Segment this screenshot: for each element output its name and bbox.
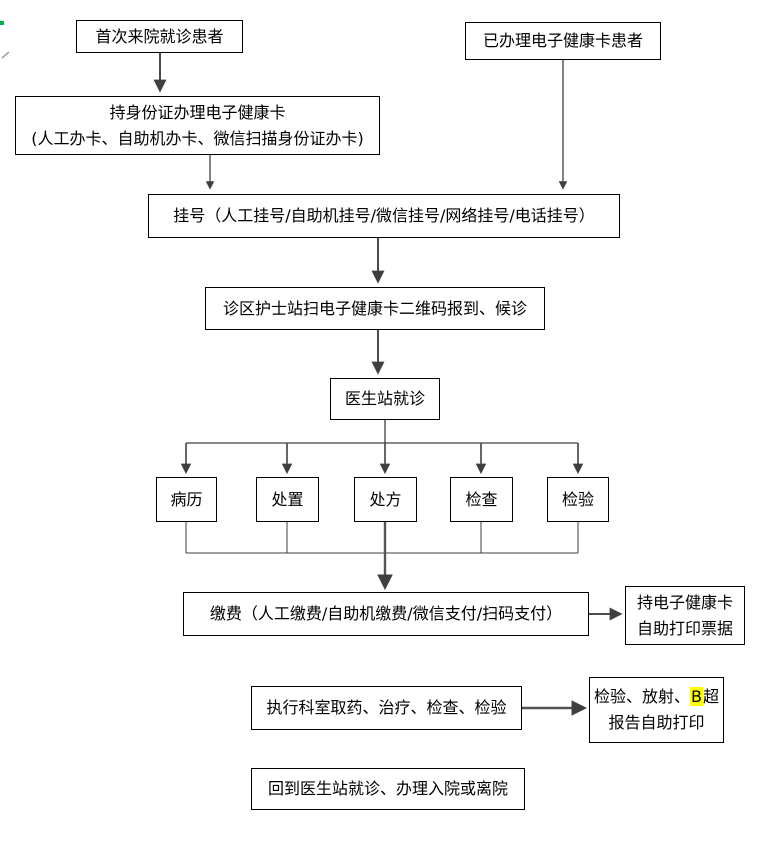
- node-branch-medical-record: 病历: [156, 477, 217, 522]
- node-nurse-station-checkin-label: 诊区护士站扫电子健康卡二维码报到、候诊: [222, 298, 527, 318]
- node-return-doctor-station: 回到医生站就诊、办理入院或离院: [251, 768, 525, 810]
- node-payment-label: 缴费（人工缴费/自助机缴费/微信支付/扫码支付）: [209, 604, 563, 623]
- node-branch-prescription-label: 处方: [369, 489, 402, 509]
- node-branch-lab-test: 检验: [547, 477, 609, 522]
- node-self-print-receipt-line2: 自助打印票据: [636, 618, 733, 638]
- node-branch-lab-test-label: 检验: [561, 489, 594, 509]
- node-register: 挂号（人工挂号/自助机挂号/微信挂号/网络挂号/电话挂号）: [148, 194, 620, 238]
- node-branch-disposal: 处置: [256, 477, 319, 522]
- node-doctor-station-label: 医生站就诊: [344, 389, 425, 408]
- node-execute-department: 执行科室取药、治疗、检查、检验: [251, 686, 522, 730]
- node-return-doctor-station-label: 回到医生站就诊、办理入院或离院: [267, 779, 508, 798]
- artifact-gray-tick: [1, 51, 10, 59]
- node-doctor-station: 医生站就诊: [330, 378, 440, 420]
- node-first-visit-patient: 首次来院就诊患者: [76, 20, 243, 53]
- node-execute-department-label: 执行科室取药、治疗、检查、检验: [266, 698, 507, 717]
- node-branch-prescription: 处方: [354, 477, 417, 522]
- node-report-self-print-line1: 检验、放射、B超: [594, 684, 719, 710]
- node-payment: 缴费（人工缴费/自助机缴费/微信支付/扫码支付）: [183, 592, 589, 636]
- node-branch-medical-record-label: 病历: [170, 489, 203, 509]
- report-line1-post: 超: [702, 687, 719, 706]
- node-get-ehealth-card: 持身份证办理电子健康卡 (人工办卡、自助机办卡、微信扫描身份证办卡): [15, 96, 380, 155]
- report-line1-highlighted-b: B: [690, 687, 703, 706]
- node-get-ehealth-card-line2: (人工办卡、自助机办卡、微信扫描身份证办卡): [31, 128, 364, 148]
- node-branch-examination: 检查: [450, 477, 513, 522]
- node-self-print-receipt: 持电子健康卡 自助打印票据: [625, 586, 745, 645]
- node-first-visit-patient-label: 首次来院就诊患者: [95, 26, 224, 46]
- node-report-self-print: 检验、放射、B超 报告自助打印: [589, 677, 724, 743]
- node-get-ehealth-card-line1: 持身份证办理电子健康卡: [109, 102, 286, 122]
- node-register-label: 挂号（人工挂号/自助机挂号/微信挂号/网络挂号/电话挂号）: [173, 206, 595, 225]
- node-has-ehealth-card-patient: 已办理电子健康卡患者: [465, 22, 661, 60]
- node-nurse-station-checkin: 诊区护士站扫电子健康卡二维码报到、候诊: [205, 287, 545, 330]
- node-branch-examination-label: 检查: [465, 489, 498, 509]
- node-self-print-receipt-line1: 持电子健康卡: [636, 592, 733, 612]
- node-branch-disposal-label: 处置: [271, 489, 304, 509]
- node-has-ehealth-card-patient-label: 已办理电子健康卡患者: [482, 31, 643, 50]
- artifact-green-dot: [0, 21, 4, 25]
- node-report-self-print-line2: 报告自助打印: [608, 713, 705, 732]
- report-line1-pre: 检验、放射、: [593, 687, 690, 706]
